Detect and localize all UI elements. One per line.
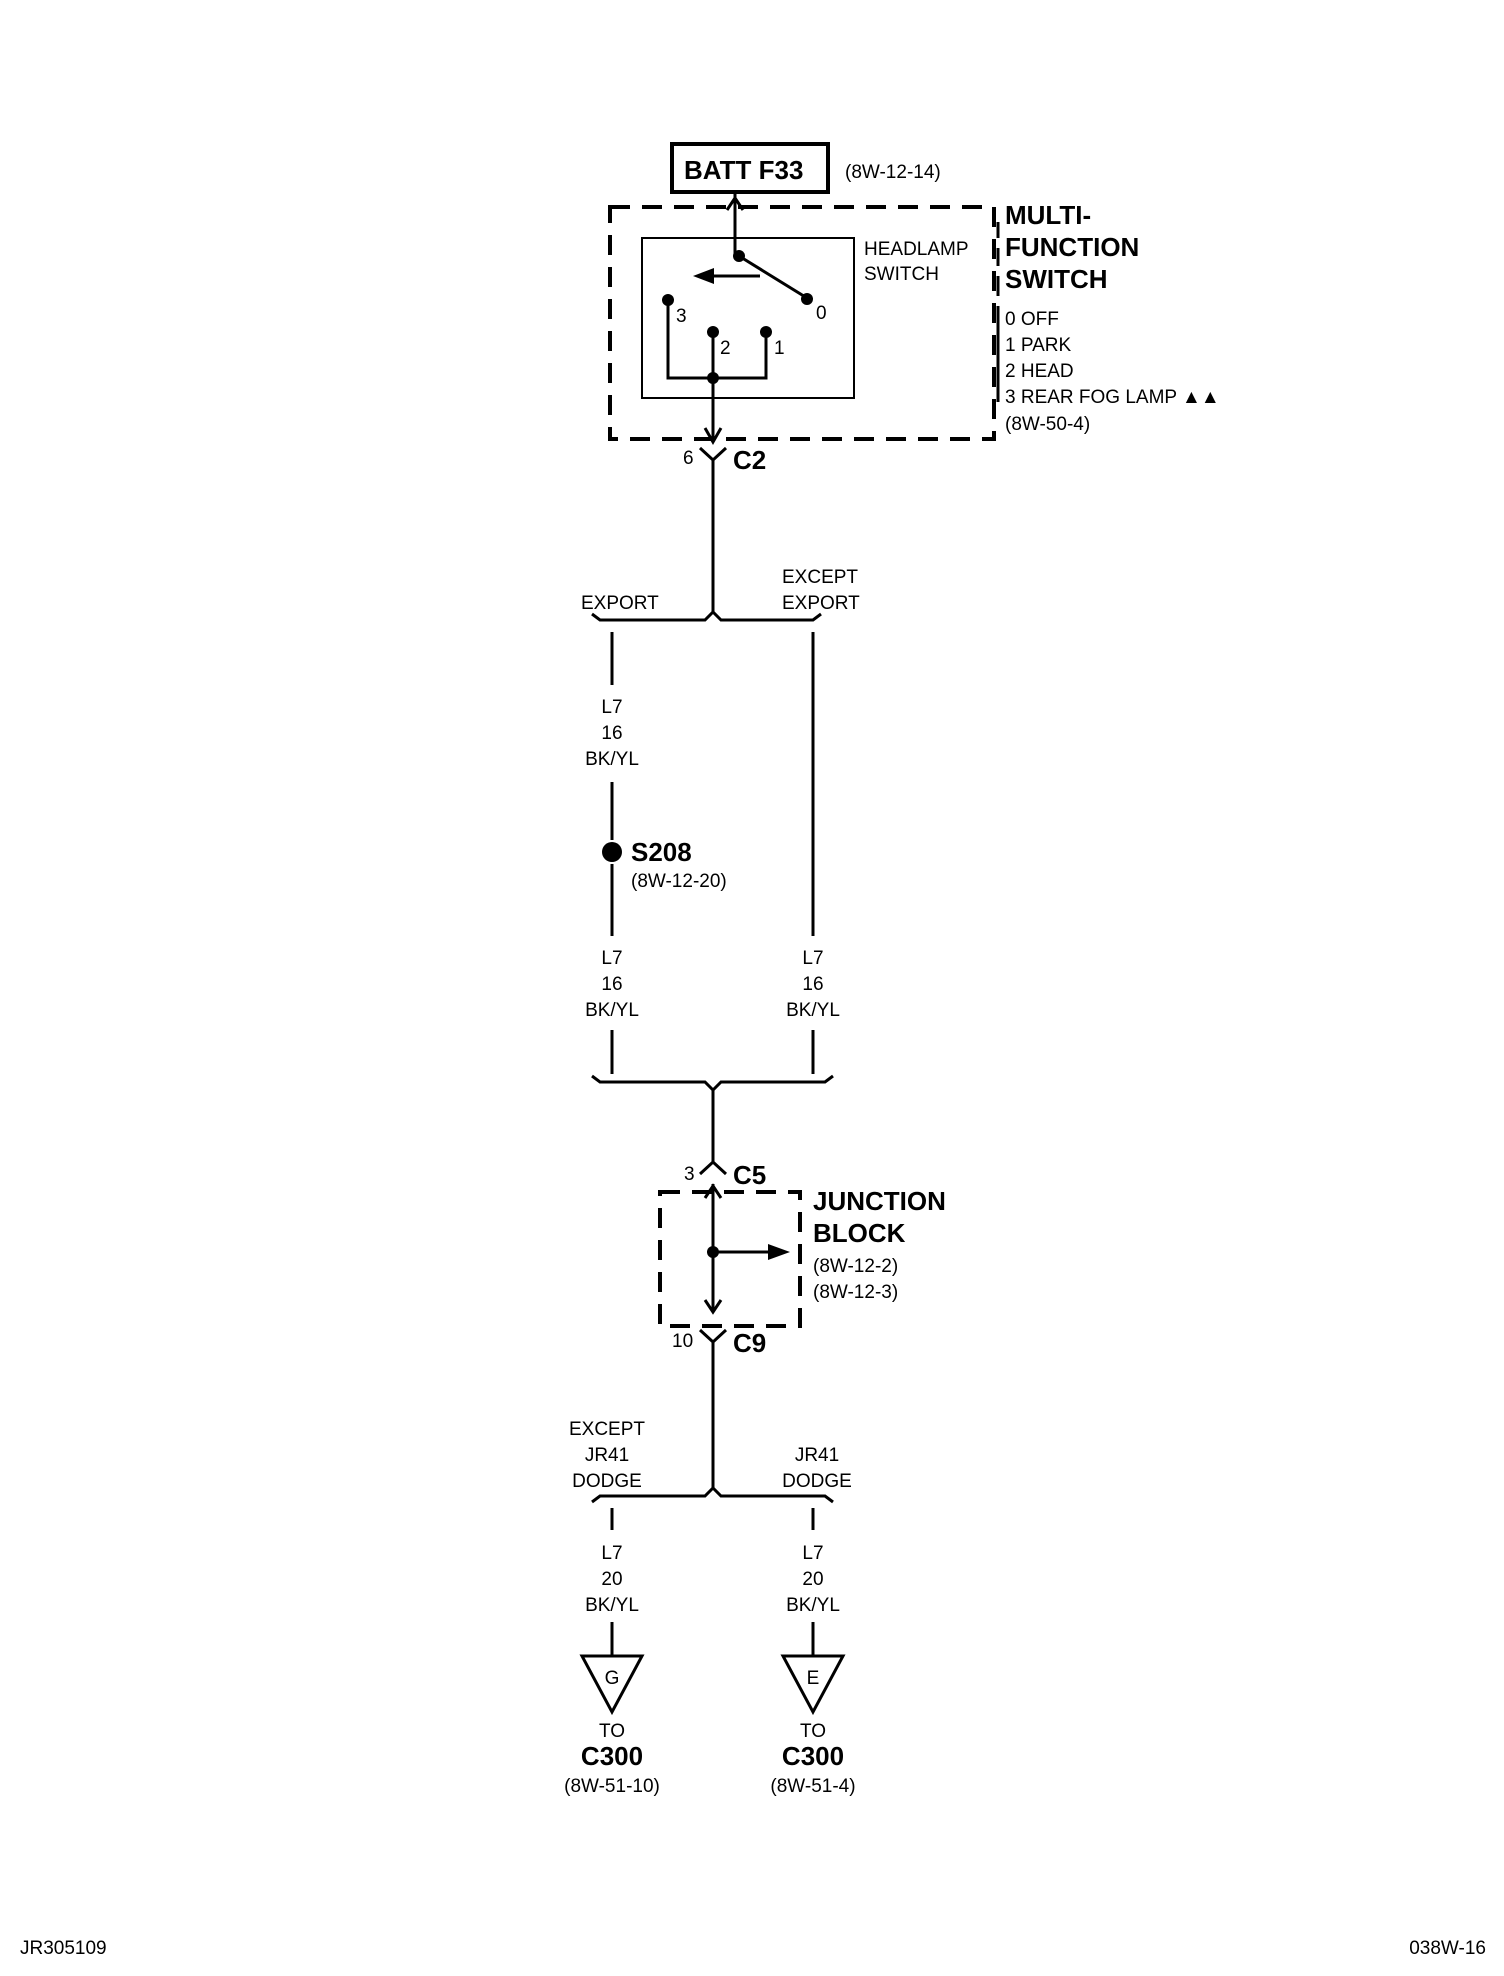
c2-connector-symbol <box>698 446 728 463</box>
footer-right: 038W-16 <box>1409 1938 1486 1959</box>
switch-position-0: 0 OFF <box>1005 309 1059 330</box>
terminal-2-label: 2 <box>720 338 731 359</box>
switch-title-3: SWITCH <box>1005 264 1108 294</box>
c9-pin: 10 <box>672 1331 693 1352</box>
wire-top-left-circuit: L7 <box>601 697 622 718</box>
switch-output-arrow <box>703 427 723 446</box>
offpage-g-name: C300 <box>581 1741 643 1771</box>
c9-label: C9 <box>733 1328 766 1358</box>
footer-left: JR305109 <box>20 1938 107 1959</box>
wire-mid-right-circuit: L7 <box>802 948 823 969</box>
branch1-bracket <box>591 609 822 622</box>
splice-s208 <box>602 842 622 862</box>
terminal-0 <box>801 293 813 305</box>
junction-title-2: BLOCK <box>813 1218 906 1248</box>
offpage-connector-g <box>579 1654 645 1716</box>
junction-ref-1: (8W-12-2) <box>813 1256 898 1277</box>
branch2-left-label-3: DODGE <box>572 1471 642 1492</box>
c9-connector-symbol <box>698 1328 728 1345</box>
wire-top-left-gauge: 16 <box>601 723 622 744</box>
wire-bot-left-color: BK/YL <box>585 1595 639 1616</box>
offpage-g-ref: (8W-51-10) <box>564 1776 660 1797</box>
junction-ref-2: (8W-12-3) <box>813 1282 898 1303</box>
junction-tap-arrow <box>768 1244 790 1260</box>
switch-position-2: 2 HEAD <box>1005 361 1074 382</box>
offpage-g-letter: G <box>605 1668 620 1689</box>
junction-title-1: JUNCTION <box>813 1186 946 1216</box>
wire-bot-left-gauge: 20 <box>601 1569 622 1590</box>
wire-mid-left-circuit: L7 <box>601 948 622 969</box>
headlamp-switch-box <box>641 237 855 399</box>
offpage-g-to: TO <box>599 1721 625 1742</box>
splice-label: S208 <box>631 837 692 867</box>
terminal-1-label: 1 <box>774 338 785 359</box>
multi-function-switch-boundary <box>608 205 996 441</box>
wire-top-left-color: BK/YL <box>585 749 639 770</box>
merge-bracket <box>591 1074 834 1093</box>
terminal-0-label: 0 <box>816 303 827 324</box>
switch-blade <box>738 254 808 300</box>
fuse-label: BATT F33 <box>684 155 803 185</box>
branch2-right-label-2: DODGE <box>782 1471 852 1492</box>
wire-bot-right-color: BK/YL <box>786 1595 840 1616</box>
offpage-connector-e <box>780 1654 846 1716</box>
c5-connector-symbol <box>698 1159 728 1176</box>
c2-label: C2 <box>733 445 766 475</box>
junction-block-boundary <box>658 1190 802 1328</box>
wire-bot-right-circuit: L7 <box>802 1543 823 1564</box>
wire-bot-right-gauge: 20 <box>802 1569 823 1590</box>
branch2-left-label-1: EXCEPT <box>569 1419 645 1440</box>
headlamp-label-2: SWITCH <box>864 264 939 285</box>
offpage-e-name: C300 <box>782 1741 844 1771</box>
fuse-arrow <box>725 195 745 211</box>
switch-ref: (8W-50-4) <box>1005 414 1090 435</box>
splice-ref: (8W-12-20) <box>631 871 727 892</box>
c5-pin: 3 <box>684 1164 695 1185</box>
switch-title-1: MULTI- <box>1005 200 1091 230</box>
headlamp-label-1: HEADLAMP <box>864 239 969 260</box>
offpage-e-ref: (8W-51-4) <box>770 1776 855 1797</box>
branch2-left-label-2: JR41 <box>585 1445 629 1466</box>
wire-mid-left-gauge: 16 <box>601 974 622 995</box>
offpage-e-to: TO <box>800 1721 826 1742</box>
terminal-3-label: 3 <box>676 306 687 327</box>
junction-out-arrow <box>703 1299 723 1315</box>
branch1-left-label: EXPORT <box>581 593 659 614</box>
fuse-ref: (8W-12-14) <box>845 162 941 183</box>
wire-mid-right-color: BK/YL <box>786 1000 840 1021</box>
switch-title-2: FUNCTION <box>1005 232 1139 262</box>
switch-direction-arrow <box>693 268 714 284</box>
c5-label: C5 <box>733 1160 766 1190</box>
branch1-right-label-1: EXCEPT <box>782 567 858 588</box>
switch-position-3: 3 REAR FOG LAMP ▲▲ <box>1005 387 1220 408</box>
switch-position-1: 1 PARK <box>1005 335 1072 356</box>
branch1-right-label-2: EXPORT <box>782 593 860 614</box>
branch2-right-label-1: JR41 <box>795 1445 839 1466</box>
branch2-bracket <box>591 1485 834 1504</box>
junction-in-arrow <box>703 1183 723 1199</box>
c2-pin: 6 <box>683 448 694 469</box>
wire-mid-right-gauge: 16 <box>802 974 823 995</box>
wire-bot-left-circuit: L7 <box>601 1543 622 1564</box>
fuse-box <box>670 142 830 194</box>
wire-mid-left-color: BK/YL <box>585 1000 639 1021</box>
offpage-e-letter: E <box>807 1668 820 1689</box>
